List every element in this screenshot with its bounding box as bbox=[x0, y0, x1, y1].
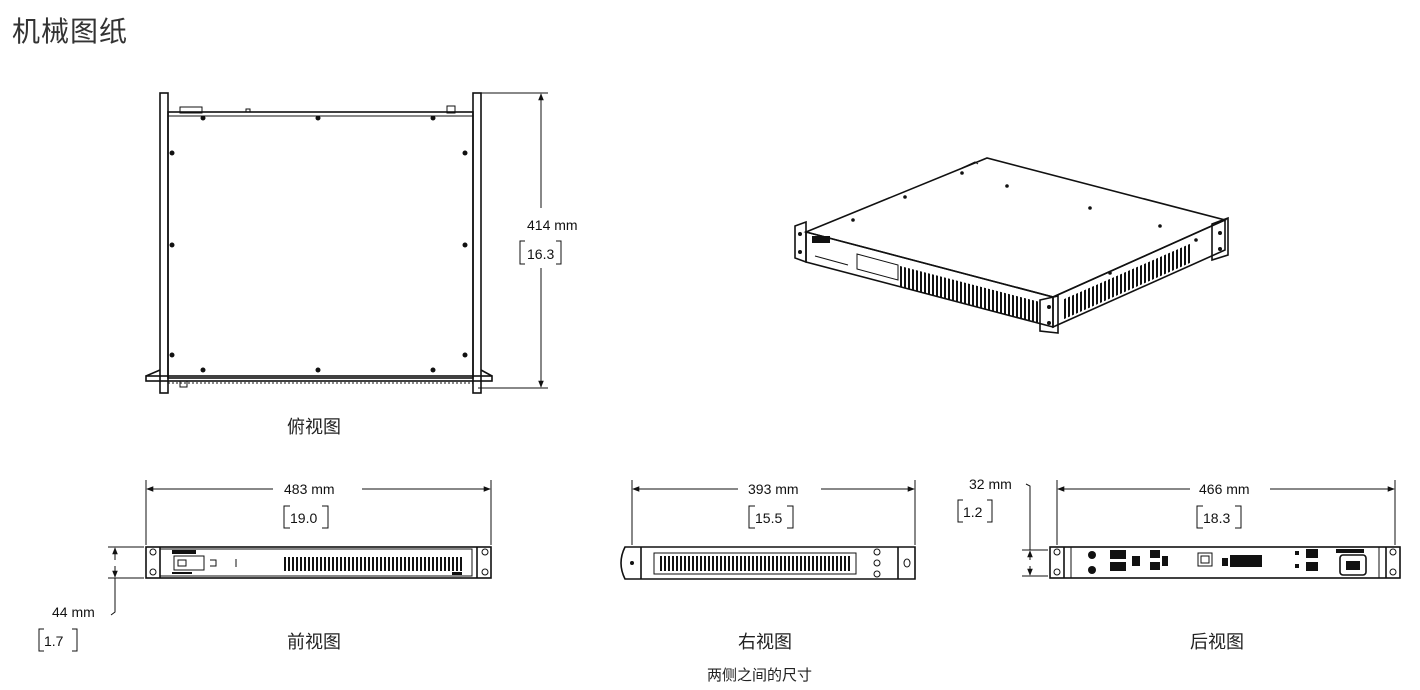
right-side-panel bbox=[620, 546, 916, 580]
iso-side-vents bbox=[1062, 243, 1192, 320]
right-view-subcaption: 两侧之间的尺寸 bbox=[707, 666, 812, 684]
front-view-height-mm: 44 mm bbox=[52, 604, 95, 620]
rear-connectors bbox=[1088, 549, 1364, 574]
rear-panel bbox=[1049, 546, 1401, 579]
front-view-height-in: 1.7 bbox=[44, 633, 64, 649]
rear-view-width-in: 18.3 bbox=[1203, 510, 1230, 526]
top-view-right-ear bbox=[472, 92, 482, 394]
top-view-depth-in: 16.3 bbox=[527, 246, 554, 262]
front-view: 483 mm 19.0 44 mm 1.7 前视图 bbox=[38, 480, 492, 653]
right-view-width-in: 15.5 bbox=[755, 510, 782, 526]
front-panel bbox=[145, 546, 492, 579]
top-view: 414 mm 16.3 俯视图 bbox=[145, 92, 578, 438]
iso-top-face bbox=[803, 157, 1228, 298]
right-view: 393 mm 15.5 右视图 两侧之间的尺寸 bbox=[620, 480, 916, 684]
rear-power-inlet bbox=[1339, 554, 1367, 576]
top-view-caption: 俯视图 bbox=[287, 417, 341, 438]
right-side-vents bbox=[659, 556, 851, 571]
right-view-caption: 右视图 bbox=[738, 632, 792, 653]
rear-view-caption: 后视图 bbox=[1190, 632, 1244, 653]
right-view-width-mm: 393 mm bbox=[748, 481, 799, 497]
top-view-chassis bbox=[167, 111, 474, 379]
iso-side-face bbox=[1052, 218, 1226, 329]
iso-front-vents bbox=[900, 266, 1040, 323]
page-title: 机械图纸 bbox=[12, 15, 129, 48]
rear-view-width-mm: 466 mm bbox=[1199, 481, 1250, 497]
top-view-left-ear bbox=[159, 92, 169, 394]
rear-view-height-mm: 32 mm bbox=[969, 476, 1012, 492]
rear-view-height-in: 1.2 bbox=[963, 504, 983, 520]
top-view-screws bbox=[169, 115, 468, 373]
front-vents bbox=[282, 557, 462, 571]
front-view-caption: 前视图 bbox=[287, 632, 341, 653]
isometric-view bbox=[794, 157, 1229, 334]
top-view-depth-mm: 414 mm bbox=[527, 217, 578, 233]
rear-view: 466 mm 18.3 bbox=[957, 476, 1401, 653]
front-view-width-in: 19.0 bbox=[290, 510, 317, 526]
front-view-width-mm: 483 mm bbox=[284, 481, 335, 497]
